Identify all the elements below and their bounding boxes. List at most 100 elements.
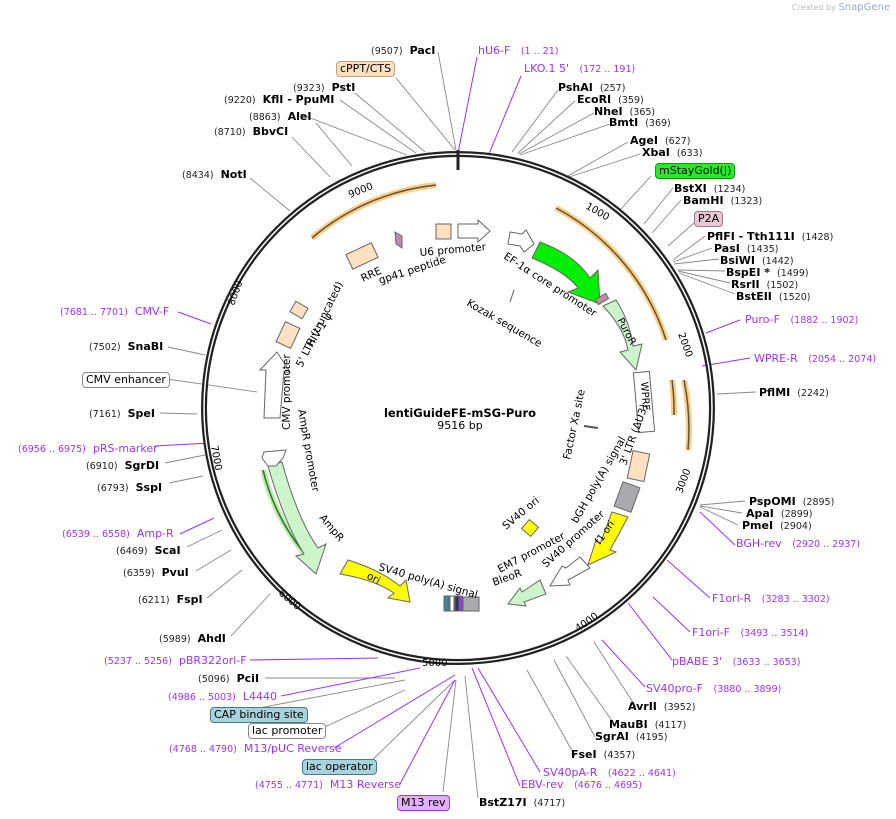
enzyme-bmti[interactable]: BmtI (369): [609, 116, 671, 129]
feature-mstaygold[interactable]: mStayGold(J): [655, 163, 736, 179]
primer-amp-r[interactable]: (6539 .. 6558) Amp-R: [62, 527, 174, 540]
ltr5-box: [275, 320, 301, 350]
primer-f1ori-f[interactable]: F1ori-F (3493 .. 3514): [692, 626, 809, 639]
enzyme-paci[interactable]: (9507) PacI: [371, 44, 436, 57]
cmv-promoter-arrow: [258, 351, 291, 419]
label-u6-promoter: U6 promoter: [419, 241, 487, 259]
tick-3000: 3000: [674, 467, 693, 495]
primer-sv40pro-f[interactable]: SV40pro-F (3880 .. 3899): [646, 682, 782, 695]
p2a-box: [594, 292, 610, 306]
f1ori-arrow: [587, 511, 629, 566]
enzyme-agei[interactable]: AgeI (627): [630, 134, 691, 147]
primer-puro-f[interactable]: Puro-F (1882 .. 1902): [745, 313, 859, 326]
wpre-box: [632, 370, 656, 434]
tick-9000: 9000: [347, 181, 375, 201]
primer-cmv-f[interactable]: (7681 .. 7701) CMV-F: [60, 305, 170, 318]
u6-box: [435, 223, 452, 240]
tick-2000: 2000: [675, 331, 694, 359]
label-gp41: gp41 peptide: [377, 254, 447, 287]
enzyme-pflmi[interactable]: PflMI (2242): [759, 386, 829, 399]
enzyme-xbai[interactable]: XbaI (633): [642, 146, 703, 159]
enzyme-psti[interactable]: (9323) PstI: [293, 81, 356, 94]
feature-cap-binding-site[interactable]: CAP binding site: [210, 707, 308, 723]
snapgene-brand: SnapGene: [838, 2, 890, 13]
tick-8000: 8000: [226, 279, 245, 307]
enzyme-bsteii[interactable]: BstEII (1520): [736, 290, 811, 303]
enzyme-pshai[interactable]: PshAI (257): [558, 81, 626, 94]
mstaygold-arrow: [531, 241, 601, 305]
enzyme-rsrii[interactable]: RsrII (1502): [731, 278, 799, 291]
primer-m13-puc-reverse[interactable]: (4768 .. 4790) M13/pUC Reverse: [169, 742, 342, 755]
puror-arrow: [602, 299, 643, 372]
ori-arrow: [339, 559, 411, 603]
bleor-arrow: [507, 579, 547, 607]
primer-f1ori-r[interactable]: F1ori-R (3283 .. 3302): [712, 592, 830, 605]
enzyme-fsei[interactable]: FseI (4357): [571, 748, 636, 761]
label-cmv-promoter: CMV promoter: [281, 354, 293, 430]
feature-cmv-enhancer[interactable]: CMV enhancer: [82, 372, 170, 388]
primer-hu6-f[interactable]: hU6-F (1 .. 21): [478, 44, 559, 57]
enzyme-scai[interactable]: (6469) ScaI: [116, 544, 181, 557]
ltr3-box: [626, 450, 651, 483]
enzyme-sgrdi[interactable]: (6910) SgrDI: [86, 459, 160, 472]
enzyme-bamhi[interactable]: BamHI (1323): [683, 194, 763, 207]
enzyme-bspei[interactable]: BspEI * (1499): [726, 266, 809, 279]
feature-m13-rev[interactable]: M13 rev: [397, 795, 450, 811]
primer-leader-lines: [154, 56, 751, 787]
enzyme-pasi[interactable]: PasI (1435): [714, 242, 779, 255]
enzyme-nhei[interactable]: NheI (365): [594, 105, 656, 118]
enzyme-ecori[interactable]: EcoRI (359): [577, 93, 644, 106]
sv40-promoter-arrow: [549, 556, 591, 587]
feature-lac-operator[interactable]: lac operator: [302, 759, 377, 775]
primer-l4440[interactable]: (4986 .. 5003) L4440: [168, 690, 277, 703]
primer-m13-reverse[interactable]: (4755 .. 4771) M13 Reverse: [255, 778, 402, 791]
tick-7000: 7000: [208, 445, 223, 472]
enzyme-apai[interactable]: ApaI (2899): [746, 507, 813, 520]
sv40-polya-box: [462, 596, 480, 612]
enzyme-pmei[interactable]: PmeI (2904): [742, 519, 812, 532]
credit-prefix: Created by: [791, 3, 836, 12]
ampr-promoter: [261, 449, 287, 467]
enzyme-bsiwi[interactable]: BsiWI (1442): [720, 254, 794, 267]
feature-lac-promoter[interactable]: lac promoter: [248, 723, 327, 739]
enzyme-sgrai[interactable]: SgrAI (4195): [595, 730, 668, 743]
enzyme-ahdi[interactable]: (5989) AhdI: [159, 632, 226, 645]
enzyme-fspi[interactable]: (6211) FspI: [138, 593, 203, 606]
enzyme-alei[interactable]: (8863) AleI: [249, 110, 312, 123]
enzyme-bbvci[interactable]: (8710) BbvCI: [214, 125, 289, 138]
enzyme-noti[interactable]: (8434) NotI: [182, 168, 247, 181]
enzyme-bstz17i[interactable]: BstZ17I (4717): [479, 796, 566, 809]
tick-4000: 4000: [573, 611, 600, 635]
enzyme-snabi[interactable]: (7502) SnaBI: [89, 340, 164, 353]
label-ampr: AmpR: [317, 512, 346, 544]
label-puror: PuroR: [614, 316, 637, 347]
primer-wpre-r[interactable]: WPRE-R (2054 .. 2074): [754, 352, 877, 365]
enzyme-pflfi-tth111i[interactable]: PflFI - Tth111I (1428): [707, 230, 834, 243]
primer-lko1-5[interactable]: LKO.1 5' (172 .. 191): [524, 62, 636, 75]
enzyme-pspomi[interactable]: PspOMI (2895): [749, 495, 835, 508]
features: [258, 218, 656, 612]
plasmid-length: 9516 bp: [437, 419, 483, 432]
enzyme-sspi[interactable]: (6793) SspI: [97, 481, 163, 494]
gp41-box: [394, 231, 403, 249]
feature-p2a[interactable]: P2A: [694, 211, 724, 227]
primer-prs-marker[interactable]: (6956 .. 6975) pRS-marker: [18, 442, 158, 455]
primer-pbr322ori-f[interactable]: (5237 .. 5256) pBR322ori-F: [104, 654, 247, 667]
enzyme-maubi[interactable]: MauBI (4117): [609, 718, 687, 731]
primer-pbabe-3[interactable]: pBABE 3' (3633 .. 3653): [672, 655, 801, 668]
enzyme-spei[interactable]: (7161) SpeI: [89, 407, 155, 420]
enzyme-pcii[interactable]: (5096) PciI: [198, 672, 260, 685]
primer-sv40pa-r[interactable]: SV40pA-R (4622 .. 4641): [543, 766, 676, 779]
hiv-psi-box: [289, 300, 309, 320]
enzyme-pvui[interactable]: (6359) PvuI: [123, 566, 189, 579]
sv40-ori-box: [520, 518, 540, 538]
feature-cppt-cts[interactable]: cPPT/CTS: [336, 61, 396, 77]
enzyme-avrii[interactable]: AvrII (3952): [628, 700, 696, 713]
enzyme-kfli-ppumi[interactable]: (9220) KflI - PpuMI: [224, 93, 335, 106]
enzyme-bstxi[interactable]: BstXI (1234): [674, 182, 746, 195]
label-ltr5: 5' LTR (truncated): [294, 280, 346, 370]
primer-bgh-rev[interactable]: BGH-rev (2920 .. 2937): [736, 537, 861, 550]
label-wpre: WPRE: [638, 381, 651, 411]
primer-ebv-rev[interactable]: EBV-rev (4676 .. 4695): [521, 778, 642, 791]
label-kozak: Kozak sequence: [465, 297, 544, 350]
